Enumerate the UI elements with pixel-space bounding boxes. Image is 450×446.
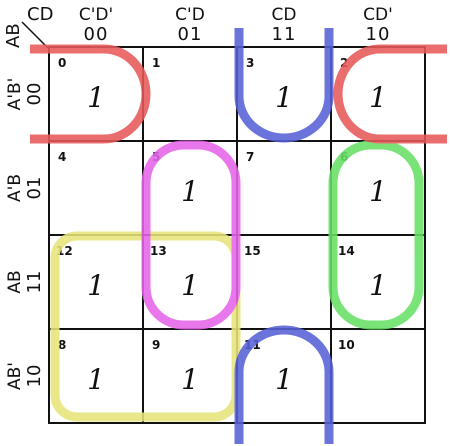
cell-value: 1 <box>275 363 293 396</box>
cell-index: 7 <box>246 150 254 164</box>
col-header-term: CD' <box>363 5 393 25</box>
group-loops <box>30 28 447 444</box>
row-header-code: 00 <box>24 83 45 106</box>
cell-value: 1 <box>87 269 105 302</box>
col-header-code: 01 <box>178 24 203 45</box>
cell-index: 4 <box>58 150 66 164</box>
cell-index: 9 <box>152 338 160 352</box>
col-var-label: CD <box>27 4 53 25</box>
row-header-code: 10 <box>24 365 45 388</box>
group-loop-red-left <box>30 44 151 144</box>
cell-value: 1 <box>181 269 199 302</box>
group-loop-blue-top <box>234 28 334 143</box>
cell-value: 1 <box>181 363 199 396</box>
col-header-term: C'D <box>175 5 205 25</box>
cell-value: 1 <box>87 363 105 396</box>
row-var-label: AB <box>3 23 24 48</box>
cell-index: 10 <box>338 338 355 352</box>
cell-index: 15 <box>244 244 261 258</box>
row-header-code: 01 <box>24 177 45 200</box>
group-loop-magenta <box>141 140 241 330</box>
cell-index: 13 <box>150 244 167 258</box>
cell-value: 1 <box>369 81 387 114</box>
group-loop-red-right <box>333 44 447 144</box>
cell-value: 1 <box>369 269 387 302</box>
cell-index: 8 <box>58 338 66 352</box>
row-header-term: AB' <box>5 362 25 390</box>
cell-index: 3 <box>246 56 254 70</box>
group-loop-blue-bottom <box>234 325 334 444</box>
row-header-term: A'B <box>5 174 25 202</box>
row-header-code: 11 <box>24 271 45 294</box>
cell-index: 0 <box>58 56 66 70</box>
group-loop-green <box>328 140 424 330</box>
cell-value: 1 <box>369 175 387 208</box>
cell-value: 1 <box>275 81 293 114</box>
row-header-term: A'B' <box>5 78 25 111</box>
cell-value: 1 <box>87 81 105 114</box>
cell-value: 1 <box>181 175 199 208</box>
corner-divider <box>21 21 49 49</box>
cells: 0 1 1 3 1 2 1 4 5 1 7 6 1 12 1 13 1 15 1… <box>56 56 387 396</box>
col-header-code: 10 <box>366 24 391 45</box>
col-header-code: 11 <box>272 24 297 45</box>
cell-index: 1 <box>152 56 160 70</box>
col-header-term: CD <box>272 5 297 25</box>
cell-index: 14 <box>338 244 355 258</box>
row-header-term: AB <box>5 270 25 293</box>
col-header-term: C'D' <box>79 5 113 25</box>
col-header-code: 00 <box>84 24 109 45</box>
